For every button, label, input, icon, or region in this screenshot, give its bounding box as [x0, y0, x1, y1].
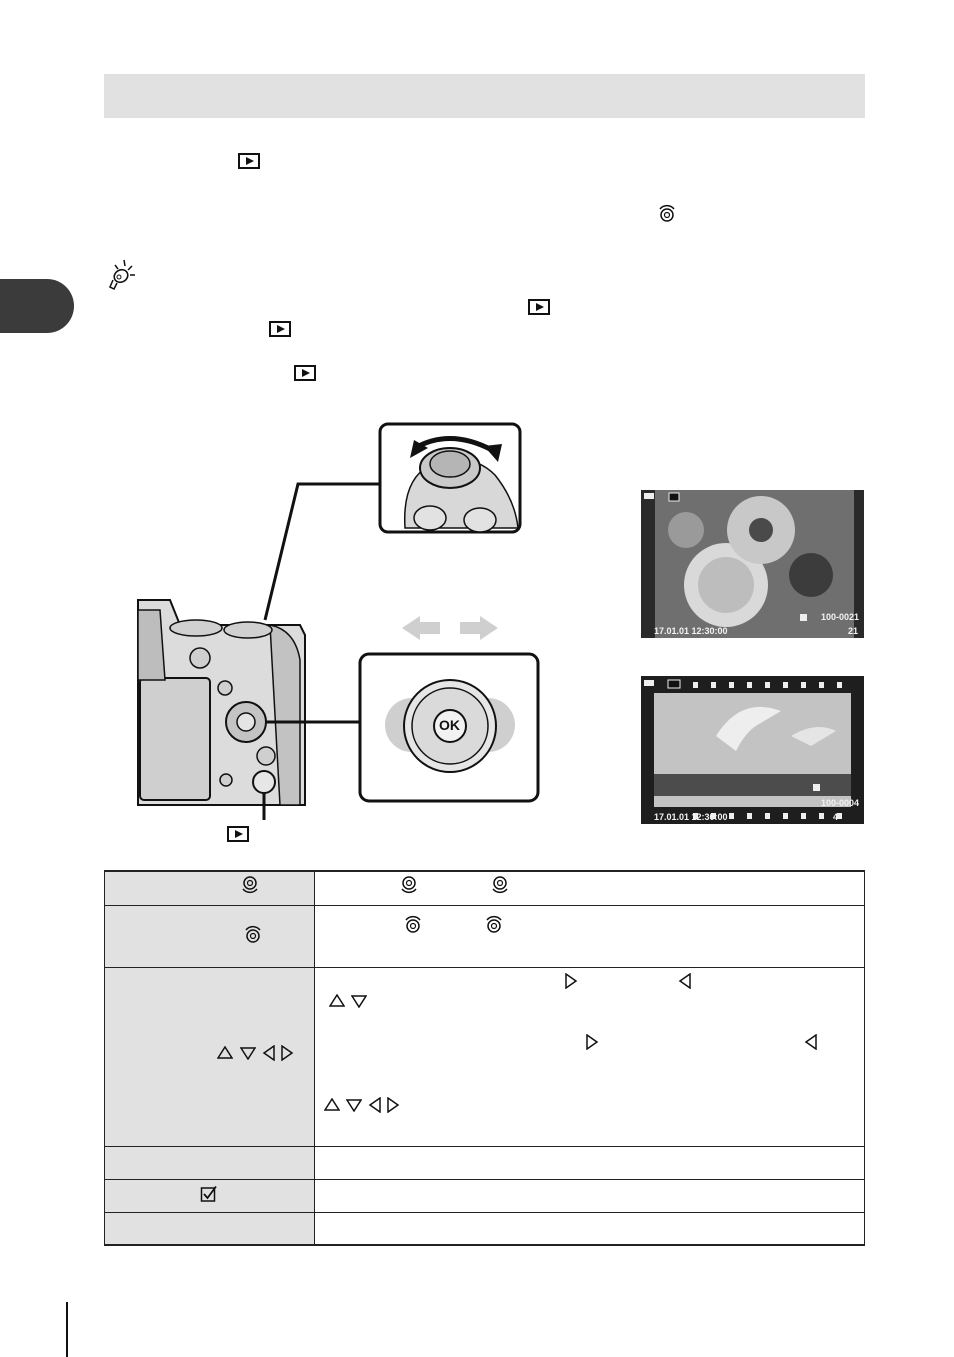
playback-icon [238, 153, 260, 169]
arrow-up-icon [324, 1098, 340, 1111]
table-row [104, 1146, 865, 1180]
lcd-file-number: 100-0004 [821, 798, 860, 808]
front-dial-icon [492, 876, 508, 894]
arrow-up-icon [329, 994, 345, 1007]
rear-dial-icon [405, 915, 421, 933]
lcd-preview-single: 100-0021 21 17.01.01 12:30:00 [641, 490, 864, 638]
arrow-left-icon [262, 1045, 275, 1061]
lightbulb-tip-icon [104, 258, 140, 297]
arrow-down-icon [240, 1047, 256, 1060]
front-dial-icon [401, 876, 417, 894]
camera-illustration [137, 422, 540, 820]
playback-icon [294, 365, 316, 381]
table-row [104, 1179, 865, 1213]
arrow-left-icon [804, 1034, 817, 1050]
arrow-up-icon [217, 1046, 233, 1059]
playback-button-icon [227, 826, 249, 842]
section-title-bar [104, 74, 865, 118]
front-dial-icon [242, 876, 258, 894]
arrow-right-icon [586, 1034, 599, 1050]
table-row [104, 905, 865, 968]
playback-icon [528, 299, 550, 315]
footer-margin-line [66, 1302, 68, 1357]
lcd-frame-number: 4 [833, 812, 839, 822]
lcd-file-number: 100-0021 [821, 612, 860, 622]
arrow-down-icon [346, 1099, 362, 1112]
chapter-side-tab [0, 279, 74, 333]
arrow-right-icon [565, 973, 578, 989]
table-row [104, 870, 865, 906]
rear-dial-icon [657, 203, 677, 228]
lcd-frame-number: 21 [848, 626, 859, 636]
playback-icon [269, 321, 291, 337]
arrow-right-icon [387, 1097, 400, 1113]
lcd-preview-movie: 100-0004 4 17.01.01 12:30:00 [641, 676, 864, 824]
table-row [104, 967, 865, 1147]
rear-dial-icon [486, 915, 502, 933]
arrow-down-icon [351, 995, 367, 1008]
table-row [104, 1212, 865, 1246]
ok-button-label: OK [439, 717, 460, 733]
arrow-left-icon [368, 1097, 381, 1113]
arrow-left-icon [678, 973, 691, 989]
lcd-date: 17.01.01 12:30:00 [654, 812, 728, 822]
arrow-right-icon [281, 1045, 294, 1061]
rear-dial-icon [245, 925, 261, 943]
operation-table [104, 870, 865, 1246]
lcd-date: 17.01.01 12:30:00 [654, 626, 728, 636]
checkbox-icon [200, 1185, 217, 1202]
